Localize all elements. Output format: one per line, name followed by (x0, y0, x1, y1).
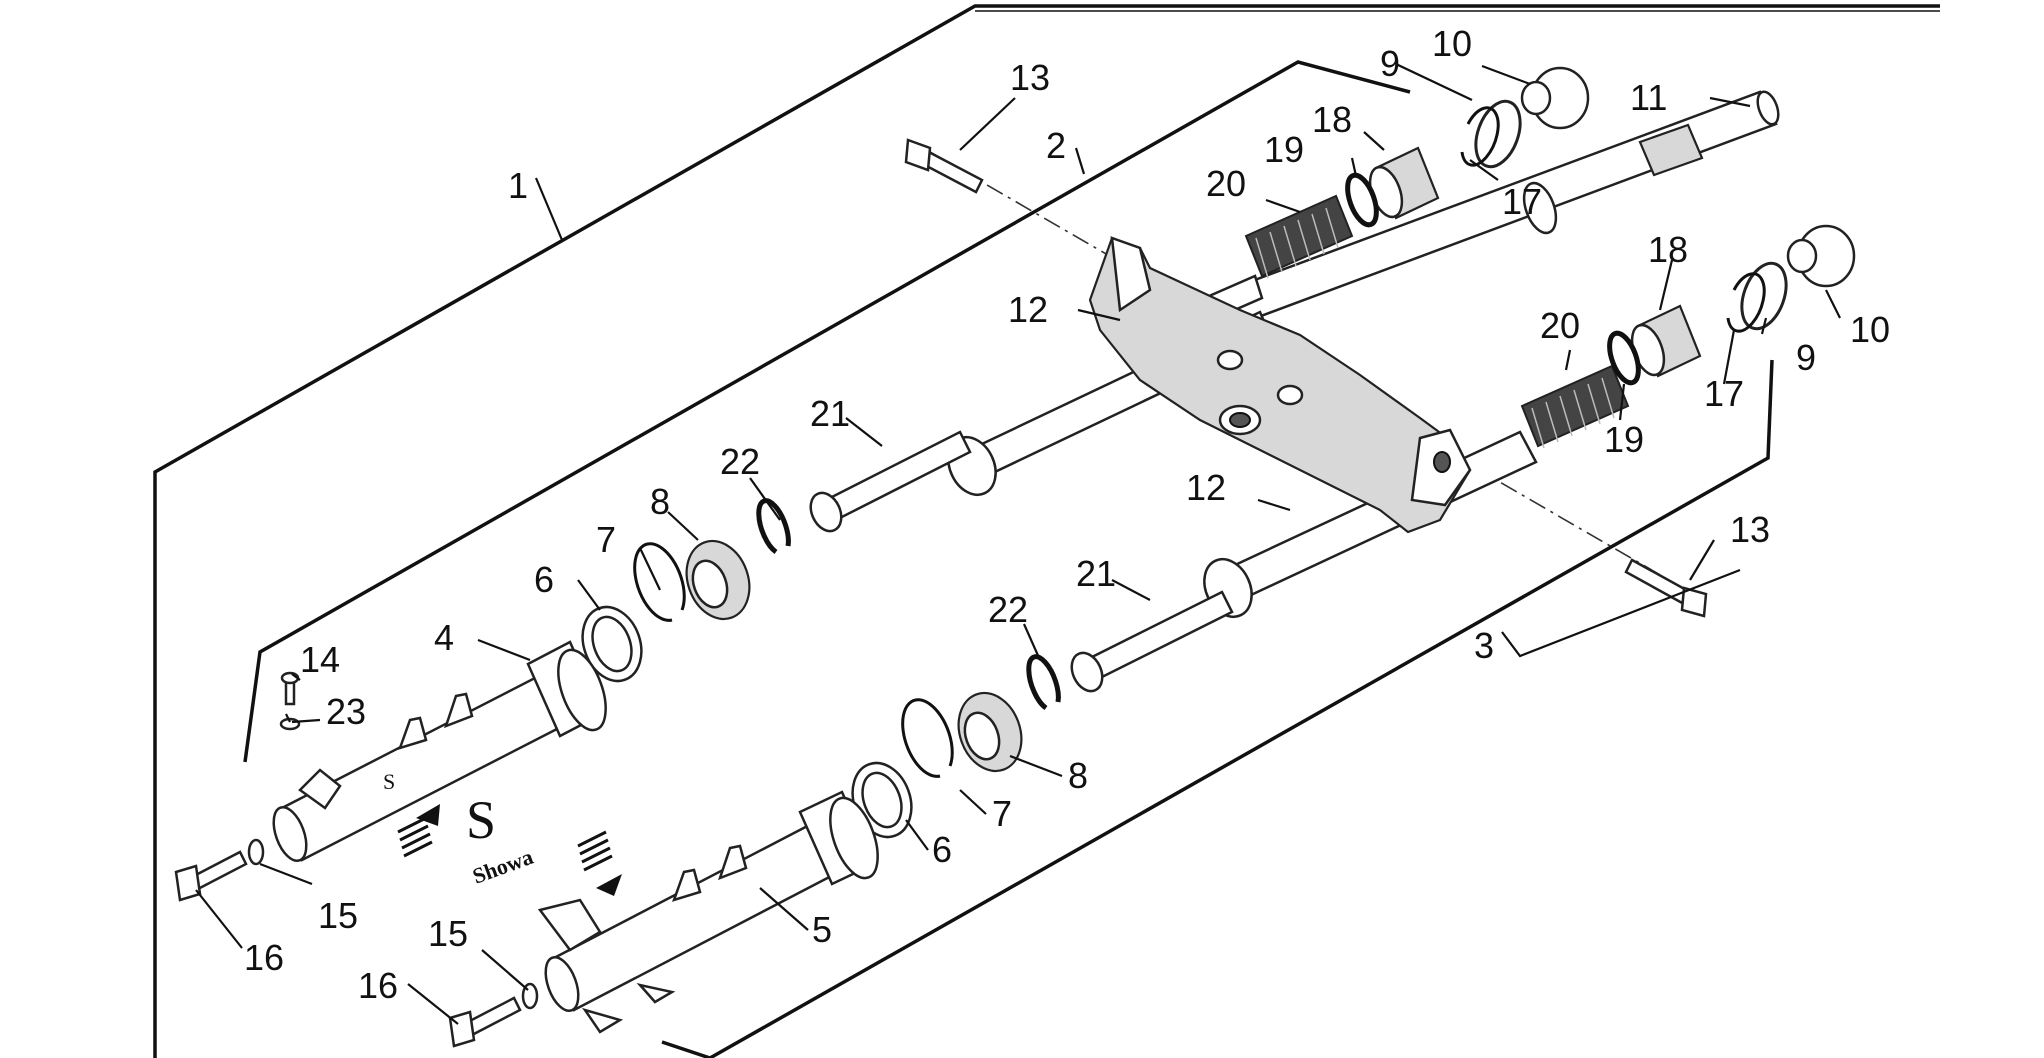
callout-16a: 16 (244, 937, 284, 978)
showa-logo-text: Showa (469, 844, 536, 889)
fork-marking-s: S (383, 769, 395, 794)
callout-21a: 21 (810, 393, 850, 434)
callout-12a: 12 (1008, 289, 1048, 330)
callout-10a: 10 (1432, 23, 1472, 64)
assembly-frame-1 (153, 4, 1940, 1058)
callout-6a: 6 (534, 559, 554, 600)
callout-7b: 7 (992, 793, 1012, 834)
callout-14: 14 (300, 639, 340, 680)
ring-9-upper (1474, 99, 1522, 169)
snap-ring-22-lower (1026, 654, 1061, 711)
callout-7a: 7 (596, 519, 616, 560)
bolt-16-upper (174, 850, 248, 902)
callout-16b: 16 (358, 965, 398, 1006)
callout-22a: 22 (720, 441, 760, 482)
stanchion-tube-11 (1191, 90, 1780, 337)
callout-15a: 15 (318, 895, 358, 936)
washer-15-upper (247, 838, 265, 866)
callout-10b: 10 (1850, 309, 1890, 350)
callout-22b: 22 (988, 589, 1028, 630)
clip-7-upper (633, 542, 686, 622)
callout-20a: 20 (1206, 163, 1246, 204)
callout-8b: 8 (1068, 755, 1088, 796)
callout-11: 11 (1630, 77, 1667, 118)
callout-17a: 17 (1502, 181, 1542, 222)
cap-10-upper (1520, 66, 1590, 130)
callout-8a: 8 (650, 481, 670, 522)
arrow-up-icon (397, 804, 440, 858)
bolt-13-upper (904, 138, 984, 194)
fork-slider-4: S (272, 640, 607, 862)
circlip-17-lower (1726, 272, 1766, 333)
callout-13b: 13 (1730, 509, 1770, 550)
damper-rod-21-lower (1070, 590, 1234, 693)
callouts: 1 2 3 4 5 6 6 7 7 8 8 9 9 10 10 11 12 12… (244, 23, 1890, 1006)
callout-12b: 12 (1186, 467, 1226, 508)
callout-15b: 15 (428, 913, 468, 954)
showa-logo-letter: S (466, 790, 496, 850)
leader-lines (195, 63, 1841, 1025)
oil-seal-8-upper (685, 539, 751, 621)
callout-4: 4 (434, 617, 454, 658)
ring-19-lower (1607, 330, 1641, 386)
callout-18a: 18 (1312, 99, 1352, 140)
arrow-down-icon (577, 830, 622, 896)
bushing-6-upper (581, 605, 643, 683)
assembly-frame-3 (661, 359, 1774, 1058)
clip-7-lower (901, 698, 954, 778)
callout-17b: 17 (1704, 373, 1744, 414)
callout-9b: 9 (1796, 337, 1816, 378)
callout-19a: 19 (1264, 129, 1304, 170)
oil-seal-8-lower (957, 691, 1023, 773)
callout-3: 3 (1474, 625, 1494, 666)
callout-6b: 6 (932, 829, 952, 870)
callout-2: 2 (1046, 125, 1066, 166)
assembly-frame-2 (243, 60, 1411, 763)
callout-20b: 20 (1540, 305, 1580, 346)
fork-crown-bracket (1088, 236, 1472, 534)
callout-9a: 9 (1380, 43, 1400, 84)
callout-21b: 21 (1076, 553, 1116, 594)
bolt-16-lower (448, 996, 522, 1048)
callout-23: 23 (326, 691, 366, 732)
fork-slider-5 (537, 790, 879, 1034)
callout-19b: 19 (1604, 419, 1644, 460)
spring-20-lower (1520, 364, 1630, 449)
showa-logo: S Showa (466, 790, 536, 889)
callout-18b: 18 (1648, 229, 1688, 270)
damper-rod-21-upper (809, 430, 972, 533)
cap-10-lower (1786, 224, 1856, 288)
snap-ring-22-upper (756, 498, 791, 555)
callout-1: 1 (508, 165, 528, 206)
ring-9-lower (1740, 261, 1788, 331)
callout-13a: 13 (1010, 57, 1050, 98)
ring-19-upper (1345, 172, 1379, 228)
circlip-17-upper (1460, 106, 1500, 167)
bolt-13-lower (1624, 558, 1708, 618)
callout-5: 5 (812, 909, 832, 950)
